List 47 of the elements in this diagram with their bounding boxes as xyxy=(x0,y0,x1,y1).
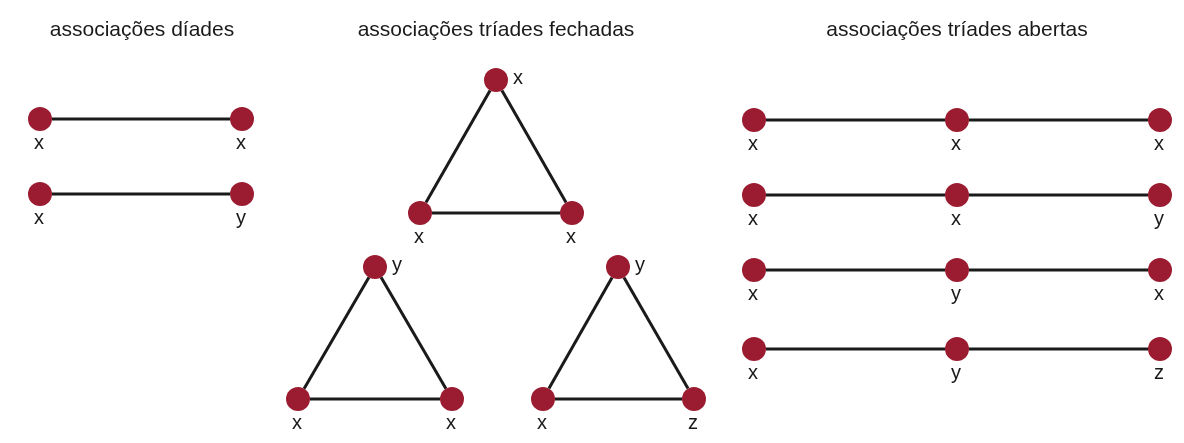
connector-line xyxy=(379,276,448,390)
section-heading: associações tríades fechadas xyxy=(357,16,635,42)
connector-line xyxy=(969,268,1148,272)
node-label: x xyxy=(1154,133,1164,153)
node-label: z xyxy=(1154,362,1164,382)
node-label: y xyxy=(951,362,961,382)
connector-line xyxy=(424,89,492,204)
node-label: x xyxy=(34,132,44,152)
node-label: x xyxy=(951,208,961,228)
node-label: x xyxy=(748,283,758,303)
node-label: x xyxy=(292,412,302,432)
node-label: x xyxy=(513,67,523,87)
node-label: x xyxy=(537,412,547,432)
node-label: x xyxy=(748,362,758,382)
node-label: x xyxy=(748,133,758,153)
connector-line xyxy=(52,192,230,196)
connector-line xyxy=(52,117,230,121)
section-heading: associações díades xyxy=(49,16,235,42)
node-label: x xyxy=(951,133,961,153)
connector-line xyxy=(310,397,440,401)
node-label: y xyxy=(951,283,961,303)
connector-line xyxy=(766,268,945,272)
connector-line xyxy=(766,347,945,351)
node-label: x xyxy=(414,226,424,246)
node-label: y xyxy=(392,254,402,274)
node-label: x xyxy=(446,412,456,432)
node-label: y xyxy=(1154,208,1164,228)
node-label: x xyxy=(34,207,44,227)
connector-line xyxy=(969,347,1148,351)
connector-line xyxy=(555,397,682,401)
connector-line xyxy=(432,211,560,215)
node-label: y xyxy=(635,254,645,274)
node-label: y xyxy=(236,207,246,227)
node-label: x xyxy=(236,132,246,152)
connector-line xyxy=(547,276,614,390)
connector-line xyxy=(766,118,945,122)
node-label: x xyxy=(566,226,576,246)
connector-line xyxy=(500,89,568,204)
connector-line xyxy=(766,193,945,197)
node-label: z xyxy=(688,412,698,432)
connector-line xyxy=(622,276,690,390)
connector-line xyxy=(969,118,1148,122)
connector-line xyxy=(302,276,371,390)
node-label: x xyxy=(1154,283,1164,303)
connector-line xyxy=(969,193,1148,197)
node-label: x xyxy=(748,208,758,228)
section-heading: associações tríades abertas xyxy=(826,16,1088,42)
